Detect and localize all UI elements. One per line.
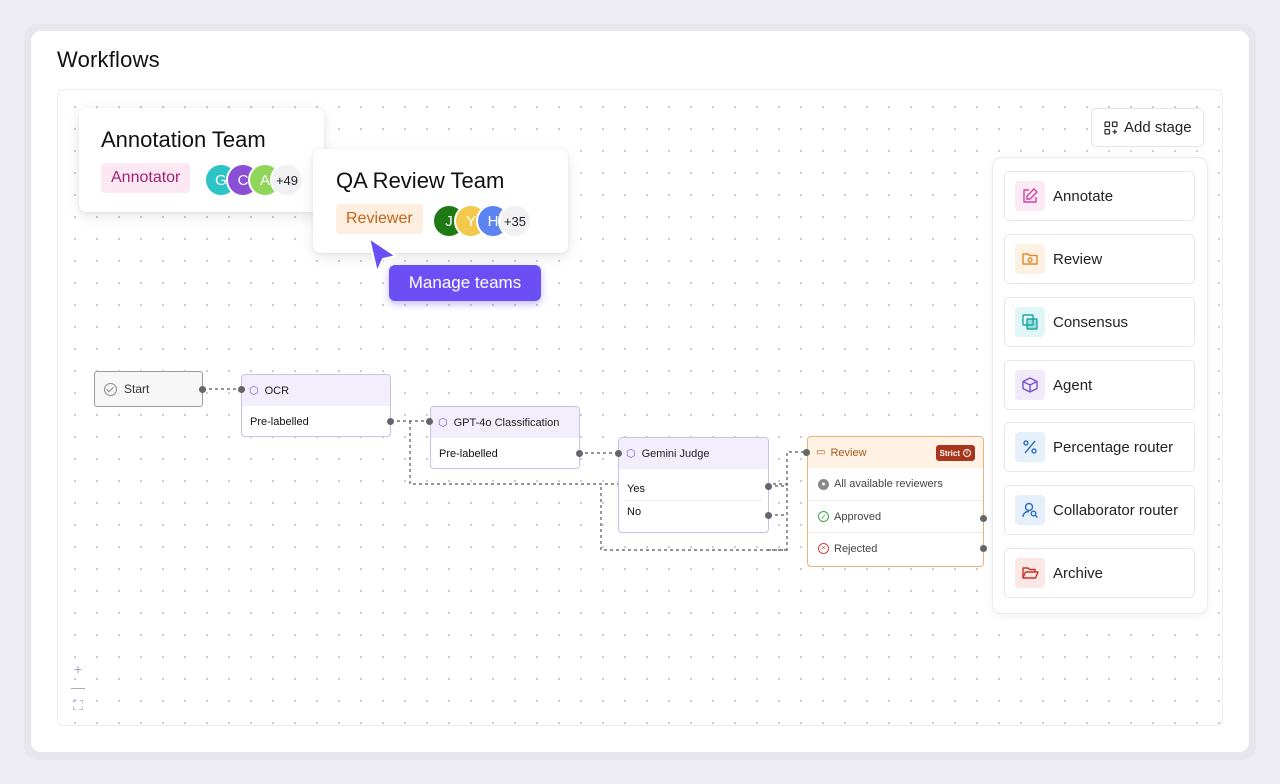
- rejected-icon: ×: [818, 543, 829, 554]
- cube-icon: ⬡: [249, 385, 259, 397]
- stage-annotate[interactable]: Annotate: [1004, 171, 1195, 221]
- node-title: OCR: [264, 384, 290, 397]
- team-avatars: G C A +49: [204, 163, 304, 197]
- port[interactable]: [765, 483, 772, 490]
- cube-icon: ⬡: [626, 448, 636, 460]
- avatar-overflow-count: +49: [270, 163, 304, 197]
- stage-archive[interactable]: Archive: [1004, 548, 1195, 598]
- node-title: Review: [830, 446, 867, 459]
- page-title: Workflows: [57, 47, 160, 72]
- pencil-square-icon: [1015, 181, 1045, 211]
- role-badge-annotator: Annotator: [101, 163, 191, 193]
- node-output: Pre-labelled: [250, 415, 309, 428]
- start-node[interactable]: Start: [94, 371, 203, 407]
- stage-label: Archive: [1053, 564, 1104, 582]
- cube-icon: [1015, 370, 1045, 400]
- stage-label: Collaborator router: [1053, 501, 1179, 519]
- overlap-squares-icon: [1015, 307, 1045, 337]
- node-title: GPT-4o Classification: [453, 416, 560, 429]
- stage-label: Consensus: [1053, 313, 1129, 331]
- folder-icon: ▭: [816, 447, 826, 458]
- port[interactable]: [576, 450, 583, 457]
- port[interactable]: [803, 449, 810, 456]
- branch-yes: Yes: [627, 483, 645, 495]
- info-icon: i: [963, 449, 971, 457]
- open-folder-icon: [1015, 558, 1045, 588]
- port[interactable]: [199, 386, 206, 393]
- check-circle-icon: [104, 382, 117, 396]
- approved-icon: ✓: [818, 511, 829, 522]
- port[interactable]: [765, 512, 772, 519]
- user-search-icon: [1015, 495, 1045, 525]
- manage-teams-button[interactable]: Manage teams: [389, 265, 541, 301]
- grid-plus-icon: [1104, 120, 1118, 135]
- stage-collaborator-router[interactable]: Collaborator router: [1004, 485, 1195, 535]
- fit-view-icon[interactable]: ⛶: [73, 697, 83, 713]
- team-name: QA Review Team: [336, 168, 505, 193]
- stage-percentage-router[interactable]: Percentage router: [1004, 422, 1195, 472]
- stage-label: Percentage router: [1053, 438, 1174, 456]
- start-label: Start: [124, 382, 150, 396]
- gemini-judge-node[interactable]: ⬡ Gemini Judge Yes No: [618, 437, 769, 533]
- rejected-text: Rejected: [834, 542, 878, 555]
- node-title: Gemini Judge: [641, 447, 710, 460]
- cube-icon: ⬡: [438, 417, 448, 429]
- node-output: Pre-labelled: [439, 447, 498, 460]
- port[interactable]: [387, 418, 394, 425]
- zoom-out-icon[interactable]: —: [71, 679, 85, 695]
- add-stage-label: Add stage: [1124, 119, 1192, 136]
- avatar-overflow-count: +35: [498, 204, 532, 238]
- zoom-in-icon[interactable]: +: [73, 661, 83, 677]
- gpt-classification-node[interactable]: ⬡ GPT-4o Classification Pre-labelled: [430, 406, 580, 469]
- stage-label: Agent: [1053, 376, 1093, 394]
- stage-agent[interactable]: Agent: [1004, 360, 1195, 410]
- port[interactable]: [238, 386, 245, 393]
- branch-no: No: [625, 500, 762, 522]
- port[interactable]: [980, 545, 987, 552]
- stage-label: Review: [1053, 250, 1103, 268]
- stage-label: Annotate: [1053, 187, 1114, 205]
- add-stage-button[interactable]: Add stage: [1091, 108, 1204, 147]
- team-avatars: J Y H +35: [432, 204, 532, 238]
- port[interactable]: [426, 418, 433, 425]
- pointer-cursor-icon: [368, 237, 397, 273]
- folder-eye-icon: [1015, 244, 1045, 274]
- team-name: Annotation Team: [101, 127, 266, 152]
- ocr-node[interactable]: ⬡ OCR Pre-labelled: [241, 374, 391, 437]
- role-badge-reviewer: Reviewer: [336, 204, 423, 234]
- stage-consensus[interactable]: Consensus: [1004, 297, 1195, 347]
- stage-review[interactable]: Review: [1004, 234, 1195, 284]
- percent-icon: [1015, 432, 1045, 462]
- port[interactable]: [980, 515, 987, 522]
- port[interactable]: [615, 450, 622, 457]
- reviewers-icon: ●: [818, 478, 829, 490]
- approved-text: Approved: [834, 510, 882, 523]
- reviewers-text: All available reviewers: [834, 478, 943, 490]
